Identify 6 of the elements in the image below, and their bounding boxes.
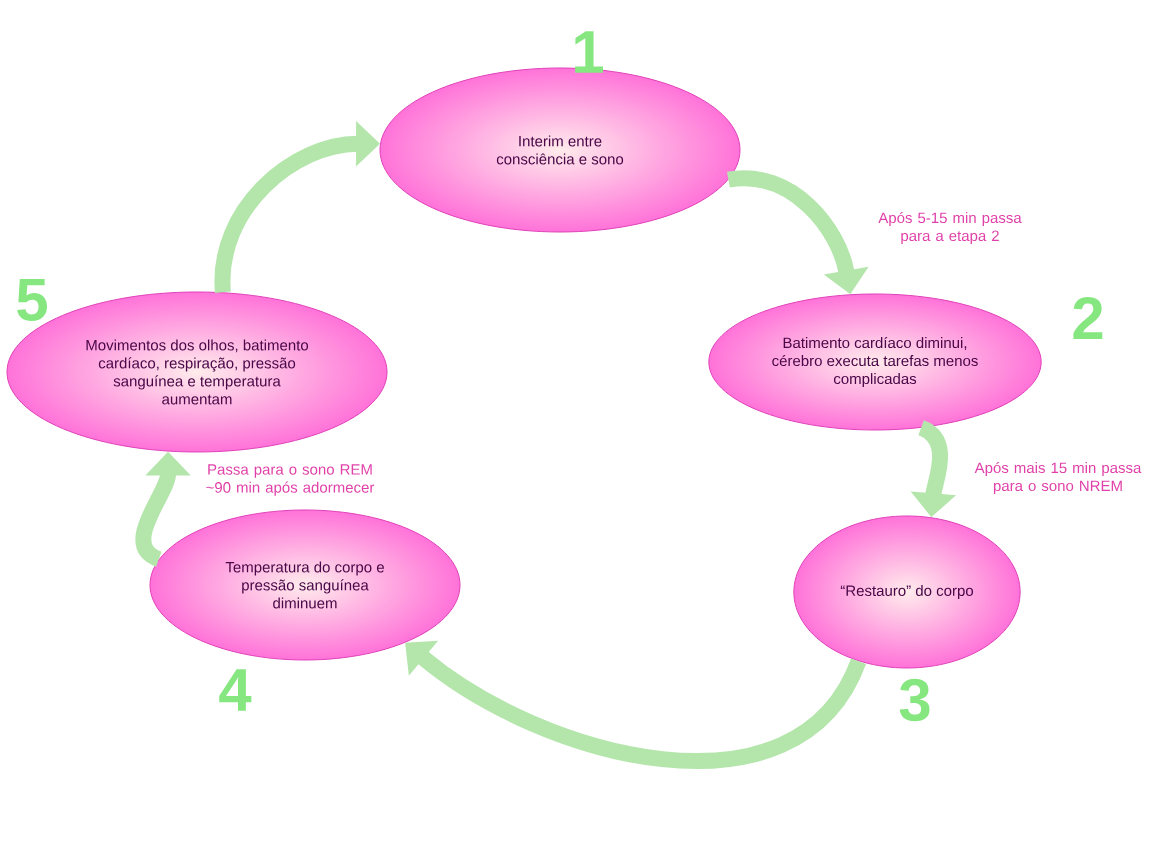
step-number: 3 [899, 678, 930, 722]
edge-label: Passa para o sono REM ~90 min após adormecer [195, 463, 385, 497]
step-number: 4 [219, 669, 252, 711]
edge-label: Após 5-15 min passa para a etapa 2 [866, 210, 1034, 246]
edge-label: Após mais 15 min passa para o sono NREM [963, 460, 1153, 496]
step-number: 2 [1073, 297, 1103, 339]
